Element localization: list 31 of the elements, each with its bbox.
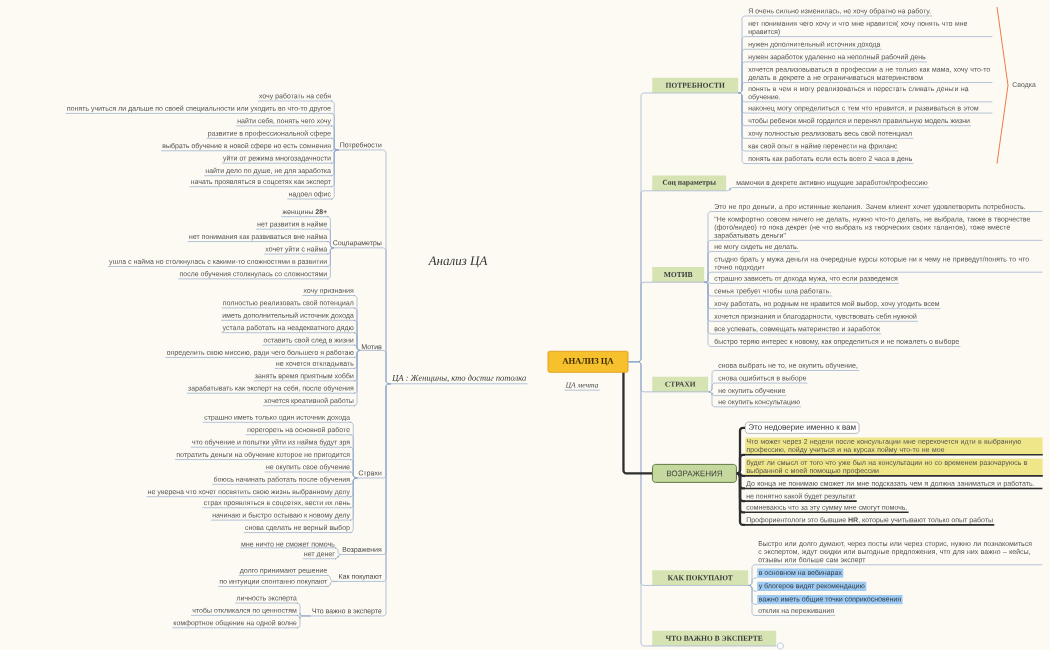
connector-line bbox=[622, 372, 652, 475]
connector-line bbox=[708, 391, 718, 408]
connector-line bbox=[327, 581, 338, 587]
connector-line bbox=[327, 241, 334, 249]
heading-text: Анализ ЦА bbox=[427, 256, 488, 268]
connector-line bbox=[748, 577, 758, 586]
connector-line bbox=[327, 247, 334, 280]
connector-line bbox=[349, 477, 358, 533]
root-topic: ЦА : Женщины, кто достиг потолка bbox=[390, 374, 528, 385]
connector-line bbox=[353, 344, 361, 351]
connector-line bbox=[735, 453, 746, 475]
connector-line bbox=[334, 554, 342, 560]
topic-box: Это недоверие именно к вам bbox=[745, 421, 860, 434]
connector-line bbox=[296, 615, 312, 629]
connector-line bbox=[748, 585, 758, 616]
connector-line bbox=[704, 281, 714, 347]
branch-box: ВОЗРАЖЕНИЯ bbox=[652, 463, 737, 483]
connector-line bbox=[738, 82, 748, 94]
connector-line bbox=[704, 280, 714, 286]
connector-line bbox=[735, 472, 746, 527]
connector-line bbox=[330, 149, 339, 200]
central-topic-box: АНАЛИЗ ЦА bbox=[547, 350, 629, 373]
connector-line bbox=[353, 350, 361, 407]
connector-line bbox=[628, 361, 653, 647]
connector-line bbox=[738, 92, 748, 164]
connector-line bbox=[708, 382, 718, 393]
connector-line bbox=[330, 138, 339, 151]
connector-line bbox=[704, 271, 714, 283]
connector-line bbox=[349, 471, 358, 479]
connector-line bbox=[726, 187, 736, 192]
connector-line bbox=[334, 547, 342, 555]
